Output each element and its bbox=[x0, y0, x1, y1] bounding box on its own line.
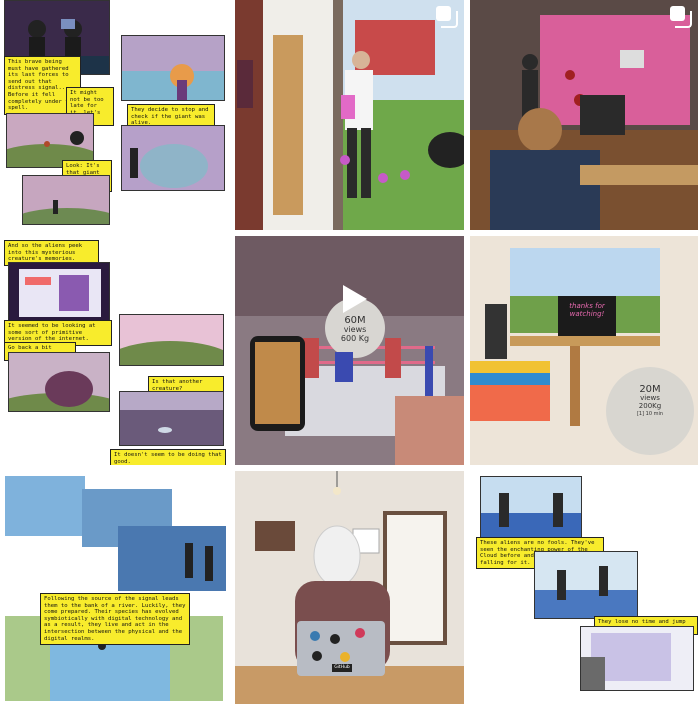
ball-views-count: 20M bbox=[639, 384, 661, 395]
ball-label: 60M views 600 Kg bbox=[323, 315, 387, 344]
comic-panel-orb bbox=[121, 125, 225, 191]
caption-2: It seemed to be looking at some sort of … bbox=[4, 320, 112, 346]
post-tile-comic-3[interactable]: Following the source of the signal leads… bbox=[0, 471, 229, 704]
post-tile-comic-1[interactable]: This brave being must have gathered its … bbox=[0, 0, 229, 230]
garden-scene-image bbox=[235, 0, 464, 230]
comic-panel-cloud bbox=[580, 626, 694, 691]
thanks-room-image bbox=[470, 236, 698, 465]
comic-panel-jump bbox=[534, 551, 638, 619]
post-tile-comic-2[interactable]: And so the aliens peek into this mysteri… bbox=[0, 236, 229, 465]
ball-views-label: views bbox=[640, 394, 660, 402]
comic-panel-memories bbox=[8, 262, 110, 322]
post-tile-boxing-ring-video[interactable]: 60M views 600 Kg bbox=[235, 236, 464, 465]
ball-weight: 600 Kg bbox=[340, 334, 370, 343]
boxing-ring-image bbox=[235, 236, 464, 465]
caption-5: It doesn't seem to be doing that good. bbox=[110, 449, 226, 465]
comic-3-image bbox=[0, 471, 229, 704]
comic-panel-hologram bbox=[121, 35, 225, 101]
post-tile-thanks-room[interactable]: thanks for watching! 20M views 200Kg [1]… bbox=[470, 236, 698, 465]
post-tile-classroom-scene[interactable] bbox=[470, 0, 698, 230]
comic-panel-small-creature bbox=[119, 391, 224, 446]
post-tile-comic-4[interactable]: These aliens are no fools. They've seen … bbox=[470, 471, 698, 704]
ball-views-count: 60M bbox=[344, 315, 366, 326]
caption-1: And so the aliens peek into this mysteri… bbox=[4, 240, 99, 266]
carousel-multiple-icon bbox=[201, 6, 223, 28]
monitor-text: thanks for watching! bbox=[558, 302, 616, 318]
carousel-multiple-icon bbox=[670, 6, 692, 28]
monitor-text-line2: watching! bbox=[569, 310, 605, 318]
comic-panel-giant bbox=[22, 175, 110, 225]
ball-views-label: views bbox=[343, 325, 367, 334]
laptop-sticker: GitHub bbox=[332, 664, 352, 672]
post-tile-garden-scene[interactable] bbox=[235, 0, 464, 230]
comic-panel-aliens-grid bbox=[480, 476, 582, 542]
carousel-multiple-icon bbox=[436, 6, 458, 28]
portrait-image bbox=[235, 471, 464, 704]
ball-footnote: [1] 10 min bbox=[636, 411, 664, 417]
ball-weight: 200Kg bbox=[638, 402, 662, 410]
monitor-text-line1: thanks for bbox=[569, 302, 605, 310]
ball-label: 20M views 200Kg [1] 10 min bbox=[618, 384, 682, 418]
comic-panel-creature bbox=[8, 352, 110, 412]
play-icon[interactable] bbox=[335, 281, 371, 317]
post-tile-portrait-laptop[interactable]: GitHub bbox=[235, 471, 464, 704]
caption-1: Following the source of the signal leads… bbox=[40, 593, 190, 646]
classroom-scene-image bbox=[470, 0, 698, 230]
comic-panel-hills bbox=[119, 314, 224, 366]
